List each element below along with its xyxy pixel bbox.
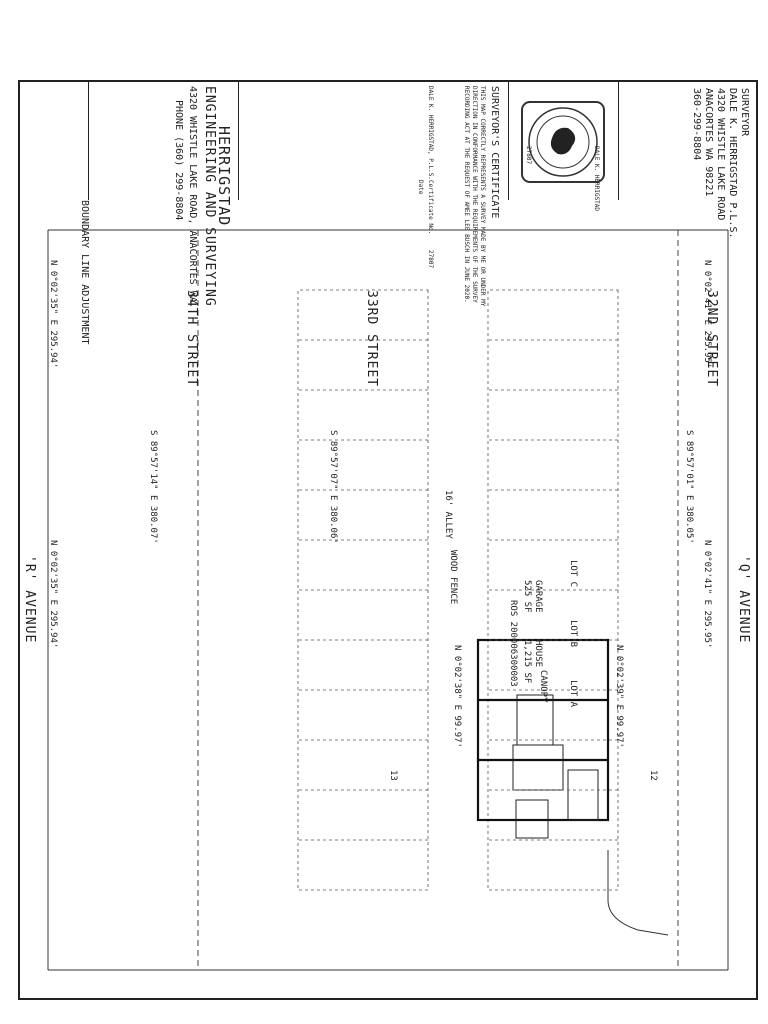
- surveyor-heading: SURVEYOR: [739, 88, 750, 137]
- lot-number: 12: [648, 770, 658, 781]
- lot-b-label: LOT B: [568, 620, 578, 648]
- fence-label: WOOD FENCE: [448, 550, 458, 605]
- surveyor-line: 360-299-8804: [691, 88, 702, 161]
- seal-number: 27807: [525, 146, 532, 165]
- house-label: HOUSE: [533, 640, 543, 668]
- certificate-date-label: Date: [417, 180, 424, 195]
- bearing-label: N 0°02'38" E 99.97': [452, 645, 462, 748]
- certificate-signer: DALE K. HERRIGSTAD, P.L.S.: [427, 86, 434, 180]
- rotated-drawing: SURVEYOR DALE K. HERRIGSTAD P.L.S. 4320 …: [18, 80, 758, 1000]
- street-r-label: 'R' AVENUE: [22, 555, 37, 644]
- ros-label: ROS 200006300003: [508, 600, 518, 687]
- bearing-label: N 0°02'41" E 295.95': [702, 540, 712, 649]
- bearing-label: N 0°02'39" E 99.97': [614, 645, 624, 748]
- surveyor-line: ANACORTES WA 98221: [703, 88, 714, 197]
- lot-a-label: LOT A: [568, 680, 578, 708]
- bearing-label: N 0°02'35" E 295.94': [48, 540, 58, 649]
- alley-label: 16' ALLEY: [443, 490, 453, 539]
- garage-area: 525 SF: [522, 580, 532, 613]
- project-box: BOUNDARY LINE ADJUSTMENT: [18, 80, 90, 345]
- surveyor-certificate: SURVEYOR'S CERTIFICATE THIS MAP CORRECTL…: [238, 80, 508, 306]
- house-area: 1,215 SF: [522, 640, 532, 684]
- street-33-label: 33RD STREET: [364, 290, 379, 388]
- bearing-label: N 0°02'41" E 295.95': [702, 260, 712, 369]
- street-34-label: 34TH STREET: [184, 290, 199, 388]
- survey-map: [47, 229, 729, 971]
- seal-box: DALE K. HERRIGSTAD 27807: [508, 80, 618, 211]
- canopy-label: CANOPY: [538, 670, 548, 703]
- lot-c-label: LOT C: [568, 560, 578, 588]
- surveyor-box: SURVEYOR DALE K. HERRIGSTAD P.L.S. 4320 …: [618, 80, 758, 239]
- company-box: HERRIGSTAD ENGINEERING AND SURVEYING 432…: [88, 80, 238, 307]
- certificate-heading: SURVEYOR'S CERTIFICATE: [489, 86, 500, 219]
- title-block: SURVEYOR DALE K. HERRIGSTAD P.L.S. 4320 …: [18, 80, 758, 345]
- bearing-label: S 89°57'01" E 380.05': [684, 430, 694, 544]
- bearing-label: S 89°57'14" E 380.07': [148, 430, 158, 544]
- surveyor-seal-icon: [521, 101, 605, 183]
- street-q-label: 'Q' AVENUE: [736, 555, 751, 644]
- bearing-label: N 0°02'35" E 295.94': [48, 260, 58, 369]
- lot-number: 13: [388, 770, 398, 781]
- bearing-label: S 89°57'07" E 380.06': [328, 430, 338, 544]
- garage-label: GARAGE: [533, 580, 543, 613]
